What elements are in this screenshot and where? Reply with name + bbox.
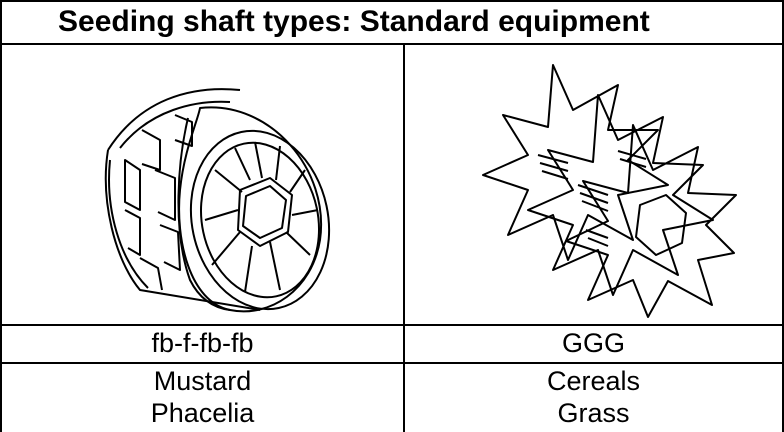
cylindrical-cell-wheel-shaft-icon: [104, 88, 331, 313]
title-divider: [0, 43, 784, 45]
star-fluted-shaft-icon: [482, 64, 737, 318]
type-row-divider: [0, 362, 784, 364]
crop-right-1: Cereals: [546, 366, 641, 396]
image-row-divider: [0, 324, 784, 326]
table-border-right: [782, 0, 784, 432]
crop-left-1: Mustard: [153, 366, 252, 396]
table-title: Seeding shaft types: Standard equipment: [58, 5, 650, 38]
shaft-type-right: GGG: [561, 328, 625, 358]
table-border-top: [0, 0, 784, 2]
shaft-image-right: [468, 55, 738, 320]
shaft-image-left: [80, 60, 340, 320]
crop-left-2: Phacelia: [150, 398, 255, 428]
shaft-type-left: fb-f-fb-fb: [151, 328, 254, 358]
crop-right-2: Grass: [557, 398, 630, 428]
column-divider: [403, 43, 405, 432]
table-border-left: [0, 0, 2, 432]
